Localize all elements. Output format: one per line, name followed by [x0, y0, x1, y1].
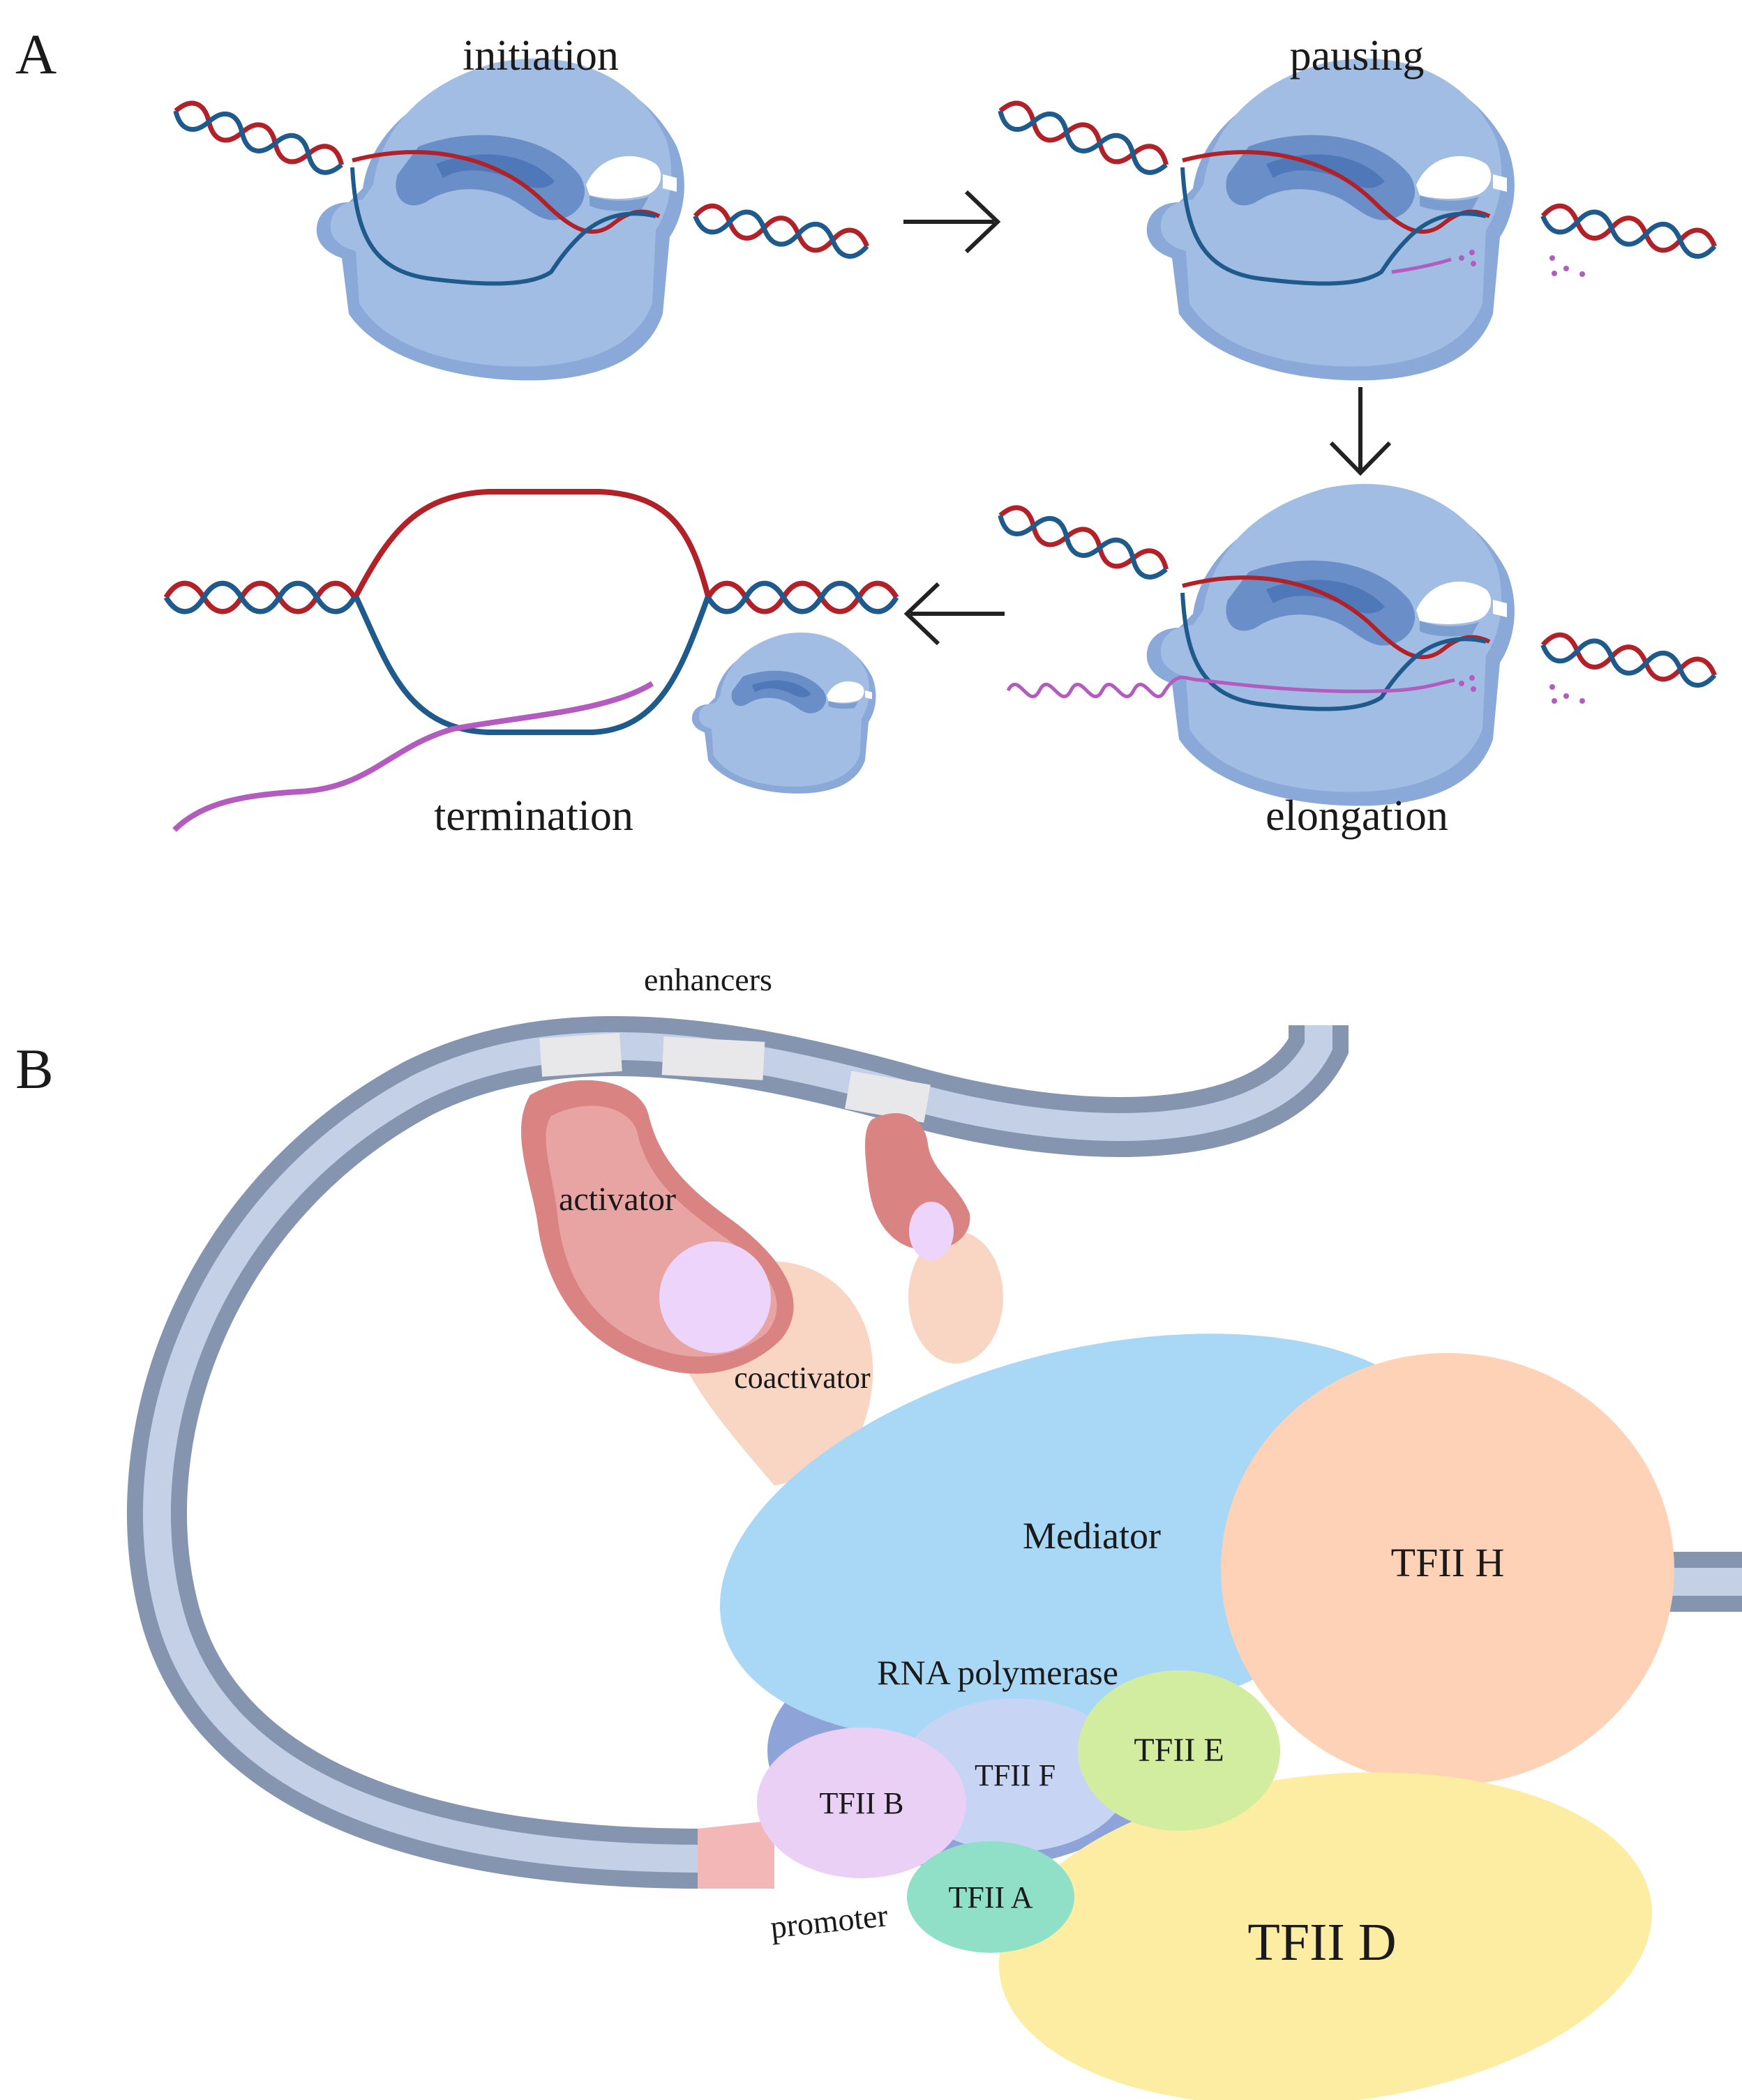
tfii-e-shape: [1078, 1670, 1280, 1831]
tfii-f-label: TFII F: [975, 1758, 1056, 1792]
rna-polymerase-label: RNA polymerase: [877, 1653, 1118, 1692]
coactivator-label: coactivator: [734, 1361, 871, 1395]
initiation-label: initiation: [463, 32, 619, 80]
dna-helix-right-termination: [708, 583, 896, 612]
dna-coding-strand: [350, 167, 656, 286]
released-rna: [172, 681, 654, 832]
template-strand-open: [353, 489, 711, 598]
pausing-stage: pausing: [996, 32, 1717, 381]
rna-polymerase-initiation: [316, 58, 684, 381]
enhancers-label: enhancers: [644, 962, 772, 997]
rna-polymerase-pausing: [1146, 58, 1515, 381]
arrow-right-icon: [903, 190, 1001, 254]
enhancer-sites: [539, 1033, 931, 1123]
tfii-a-shape: [907, 1841, 1074, 1953]
pausing-label: pausing: [1290, 32, 1425, 80]
released-polymerase: [691, 632, 876, 794]
nascent-rna-short: [1391, 257, 1452, 274]
dna-helix-left-termination: [166, 583, 354, 612]
mediator-label: Mediator: [1023, 1515, 1161, 1557]
initiation-stage: initiation: [172, 32, 869, 381]
termination-label: termination: [434, 792, 633, 840]
termination-stage: termination: [166, 489, 896, 840]
arrow-left-icon: [903, 582, 1005, 646]
dna-helix-upstream-initiation: [172, 98, 345, 177]
coding-strand-open: [353, 595, 711, 735]
panel-a-letter: A: [15, 22, 57, 86]
activator-shapes: [521, 1080, 970, 1374]
dna-loop: [127, 1015, 1742, 1889]
tfii-b-label: TFII B: [820, 1786, 904, 1820]
promoter-label: promoter: [769, 1897, 889, 1944]
tfii-d-label: TFII D: [1247, 1913, 1396, 1972]
panel-b-letter: B: [15, 1037, 54, 1101]
activator-label: activator: [559, 1181, 676, 1218]
rna-polymerase-elongation: [1146, 483, 1515, 806]
tfii-d-shape: [998, 1772, 1653, 2100]
tfii-a-label: TFII A: [949, 1880, 1033, 1914]
elongation-stage: elongation: [996, 483, 1717, 840]
elongation-label: elongation: [1266, 792, 1448, 840]
tfii-e-label: TFII E: [1134, 1732, 1224, 1769]
nascent-rna-long: [1006, 675, 1455, 698]
tfii-h-label: TFII H: [1391, 1540, 1505, 1585]
tfii-h-shape: [1221, 1353, 1674, 1785]
tfii-b-shape: [757, 1728, 966, 1878]
nucleotide-dots: [1459, 250, 1585, 277]
arrow-down-icon: [1329, 387, 1392, 476]
dna-helix-downstream-initiation: [693, 203, 869, 259]
promoter-region: [698, 1820, 774, 1889]
